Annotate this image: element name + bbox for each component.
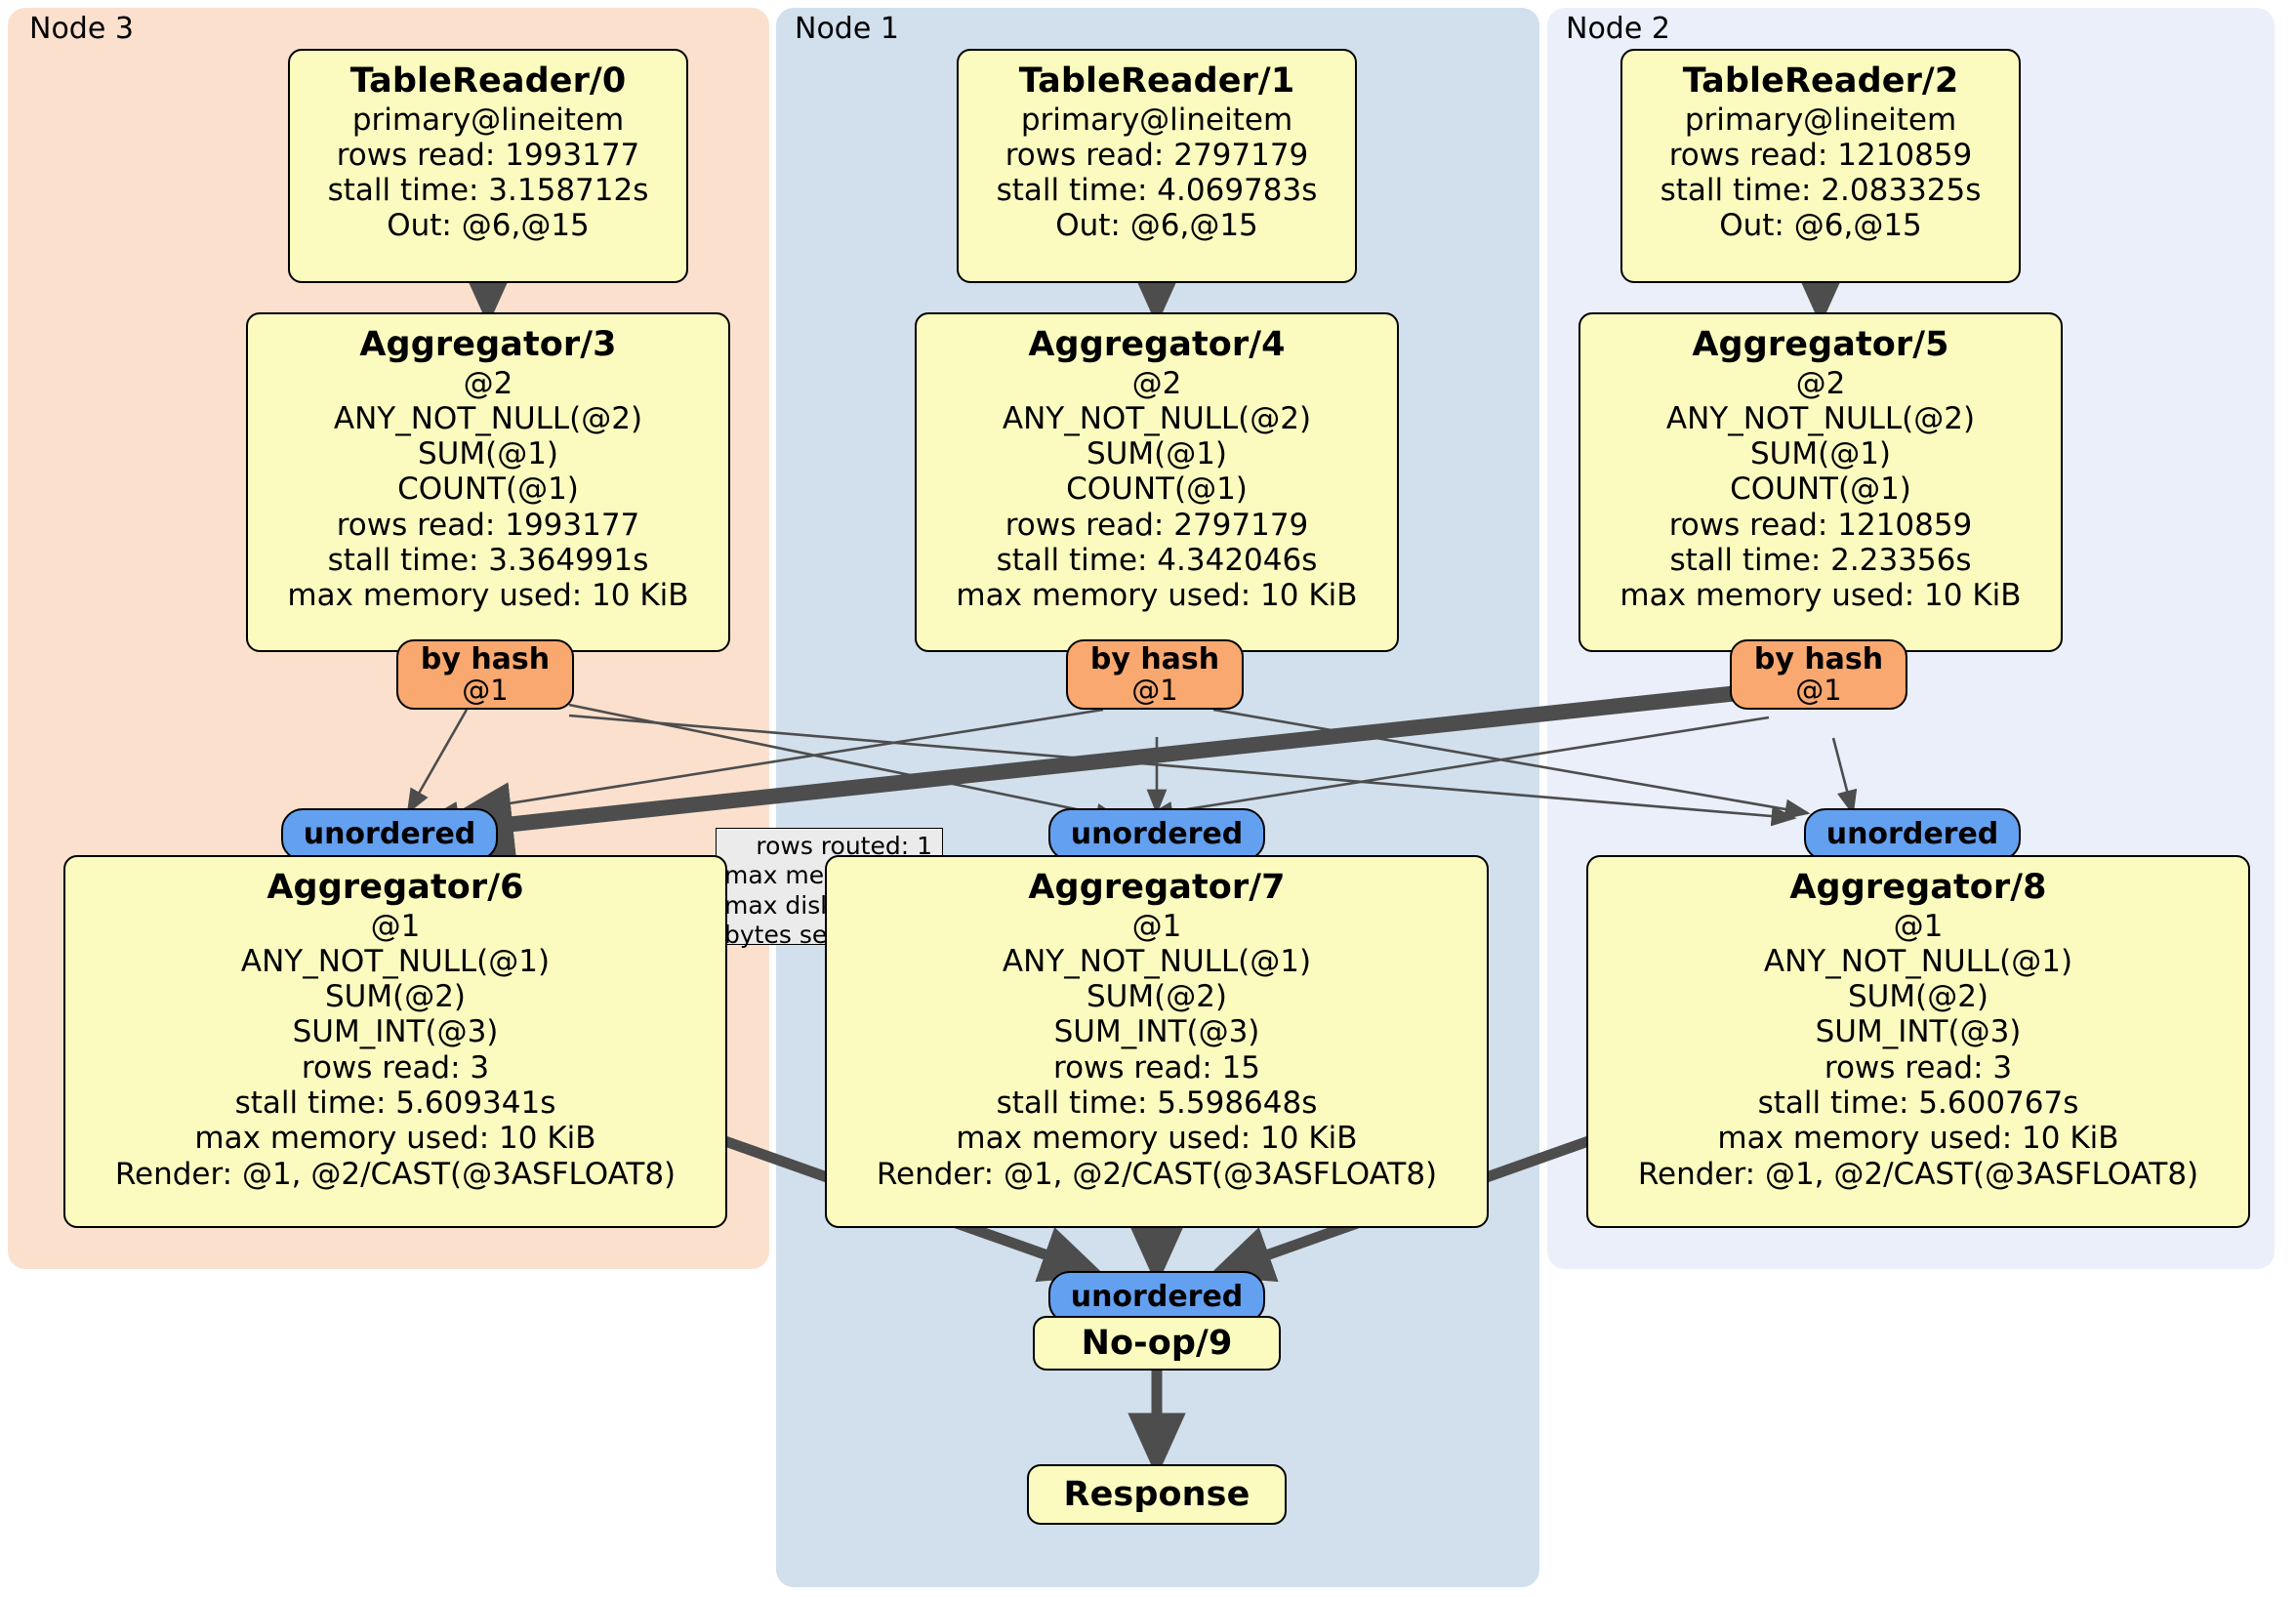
processor-aggregator-5[interactable]: Aggregator/5 @2 ANY_NOT_NULL(@2) SUM(@1)…: [1578, 312, 2063, 652]
processor-aggregator-4[interactable]: Aggregator/4 @2 ANY_NOT_NULL(@2) SUM(@1)…: [915, 312, 1399, 652]
processor-detail: rows read: 2797179: [1004, 137, 1309, 173]
processor-detail: stall time: 5.609341s: [234, 1085, 556, 1122]
router-by-hash-4[interactable]: by hash @1: [1066, 639, 1244, 710]
processor-detail: @2: [1795, 365, 1846, 401]
synchronizer-label: unordered: [1070, 817, 1244, 851]
processor-detail: stall time: 3.158712s: [327, 173, 649, 209]
processor-detail: rows read: 2797179: [1004, 507, 1309, 543]
router-sublabel: @1: [462, 673, 509, 707]
processor-detail: primary@lineitem: [351, 102, 625, 138]
processor-detail: primary@lineitem: [1684, 102, 1957, 138]
processor-detail: stall time: 4.069783s: [996, 173, 1318, 209]
processor-title: Aggregator/5: [1692, 325, 1949, 364]
synchronizer-label: unordered: [303, 817, 476, 851]
processor-detail: Render: @1, @2/CAST(@3ASFLOAT8): [876, 1156, 1438, 1192]
processor-detail: Out: @6,@15: [387, 208, 590, 244]
processor-detail: ANY_NOT_NULL(@2): [1665, 400, 1976, 436]
processor-detail: rows read: 1210859: [1668, 137, 1973, 173]
processor-title: TableReader/0: [349, 61, 627, 101]
processor-title: Aggregator/6: [266, 868, 524, 907]
processor-detail: rows read: 15: [1053, 1049, 1260, 1085]
processor-detail: stall time: 3.364991s: [327, 543, 649, 579]
synchronizer-unordered-6[interactable]: unordered: [281, 808, 498, 861]
processor-detail: max memory used: 10 KiB: [956, 1121, 1358, 1157]
processor-aggregator-6[interactable]: Aggregator/6 @1 ANY_NOT_NULL(@1) SUM(@2)…: [63, 855, 727, 1228]
processor-detail: ANY_NOT_NULL(@2): [333, 400, 643, 436]
processor-detail: ANY_NOT_NULL(@2): [1002, 400, 1312, 436]
processor-tablereader-1[interactable]: TableReader/1 primary@lineitem rows read…: [957, 49, 1357, 283]
processor-detail: ANY_NOT_NULL(@1): [1002, 943, 1312, 979]
processor-detail: rows read: 1993177: [336, 507, 640, 543]
processor-detail: SUM(@2): [324, 979, 467, 1015]
processor-no-op-9[interactable]: No-op/9: [1033, 1316, 1281, 1371]
processor-detail: rows read: 1993177: [336, 137, 640, 173]
processor-detail: SUM(@1): [417, 436, 559, 472]
processor-detail: ANY_NOT_NULL(@1): [1763, 943, 2073, 979]
processor-tablereader-2[interactable]: TableReader/2 primary@lineitem rows read…: [1620, 49, 2021, 283]
synchronizer-unordered-7[interactable]: unordered: [1048, 808, 1265, 861]
processor-detail: SUM_INT(@3): [1815, 1014, 2022, 1050]
processor-detail: COUNT(@1): [397, 471, 579, 508]
processor-detail: COUNT(@1): [1066, 471, 1248, 508]
processor-title: TableReader/1: [1018, 61, 1295, 101]
processor-detail: stall time: 2.23356s: [1669, 543, 1972, 579]
processor-detail: primary@lineitem: [1020, 102, 1293, 138]
cluster-label-node-3: Node 3: [29, 12, 134, 46]
processor-detail: max memory used: 10 KiB: [1717, 1121, 2119, 1157]
processor-title: TableReader/2: [1682, 61, 1959, 101]
processor-detail: Render: @1, @2/CAST(@3ASFLOAT8): [1637, 1156, 2199, 1192]
processor-detail: max memory used: 10 KiB: [956, 578, 1358, 614]
router-sublabel: @1: [1795, 673, 1842, 707]
processor-detail: SUM_INT(@3): [292, 1014, 499, 1050]
processor-detail: SUM_INT(@3): [1053, 1014, 1260, 1050]
processor-detail: max memory used: 10 KiB: [287, 578, 689, 614]
processor-detail: @1: [370, 908, 421, 944]
processor-detail: Out: @6,@15: [1055, 208, 1258, 244]
processor-detail: SUM(@2): [1086, 979, 1228, 1015]
router-sublabel: @1: [1131, 673, 1178, 707]
processor-response[interactable]: Response: [1027, 1464, 1287, 1525]
processor-detail: rows read: 1210859: [1668, 507, 1973, 543]
processor-detail: @1: [1893, 908, 1944, 944]
processor-detail: Render: @1, @2/CAST(@3ASFLOAT8): [114, 1156, 676, 1192]
processor-tablereader-0[interactable]: TableReader/0 primary@lineitem rows read…: [288, 49, 688, 283]
cluster-label-node-2: Node 2: [1566, 12, 1670, 46]
processor-title: Aggregator/7: [1028, 868, 1286, 907]
processor-detail: SUM(@2): [1847, 979, 1989, 1015]
processor-detail: stall time: 5.600767s: [1757, 1085, 2079, 1122]
processor-detail: max memory used: 10 KiB: [194, 1121, 596, 1157]
synchronizer-unordered-final[interactable]: unordered: [1048, 1271, 1265, 1324]
processor-title: Aggregator/3: [359, 325, 617, 364]
processor-aggregator-8[interactable]: Aggregator/8 @1 ANY_NOT_NULL(@1) SUM(@2)…: [1586, 855, 2250, 1228]
processor-aggregator-3[interactable]: Aggregator/3 @2 ANY_NOT_NULL(@2) SUM(@1)…: [246, 312, 730, 652]
processor-detail: max memory used: 10 KiB: [1620, 578, 2022, 614]
processor-detail: @2: [463, 365, 513, 401]
synchronizer-unordered-8[interactable]: unordered: [1804, 808, 2021, 861]
processor-detail: SUM(@1): [1086, 436, 1228, 472]
processor-title: Aggregator/8: [1789, 868, 2047, 907]
synchronizer-label: unordered: [1070, 1280, 1244, 1314]
processor-aggregator-7[interactable]: Aggregator/7 @1 ANY_NOT_NULL(@1) SUM(@2)…: [825, 855, 1489, 1228]
synchronizer-label: unordered: [1825, 817, 1999, 851]
processor-detail: rows read: 3: [301, 1049, 490, 1085]
processor-detail: @1: [1131, 908, 1182, 944]
router-label: by hash: [1089, 642, 1220, 677]
processor-detail: rows read: 3: [1824, 1049, 2013, 1085]
router-label: by hash: [420, 642, 551, 677]
processor-detail: Out: @6,@15: [1719, 208, 1922, 244]
processor-detail: stall time: 2.083325s: [1660, 173, 1982, 209]
router-label: by hash: [1753, 642, 1884, 677]
processor-title: No-op/9: [1081, 1324, 1233, 1363]
router-by-hash-3[interactable]: by hash @1: [396, 639, 574, 710]
processor-detail: SUM(@1): [1749, 436, 1892, 472]
cluster-label-node-1: Node 1: [795, 12, 899, 46]
processor-detail: @2: [1131, 365, 1182, 401]
router-by-hash-5[interactable]: by hash @1: [1730, 639, 1907, 710]
processor-title: Aggregator/4: [1028, 325, 1286, 364]
processor-detail: stall time: 5.598648s: [996, 1085, 1318, 1122]
processor-detail: COUNT(@1): [1730, 471, 1911, 508]
processor-detail: stall time: 4.342046s: [996, 543, 1318, 579]
processor-title: Response: [1063, 1475, 1250, 1514]
processor-detail: ANY_NOT_NULL(@1): [240, 943, 551, 979]
